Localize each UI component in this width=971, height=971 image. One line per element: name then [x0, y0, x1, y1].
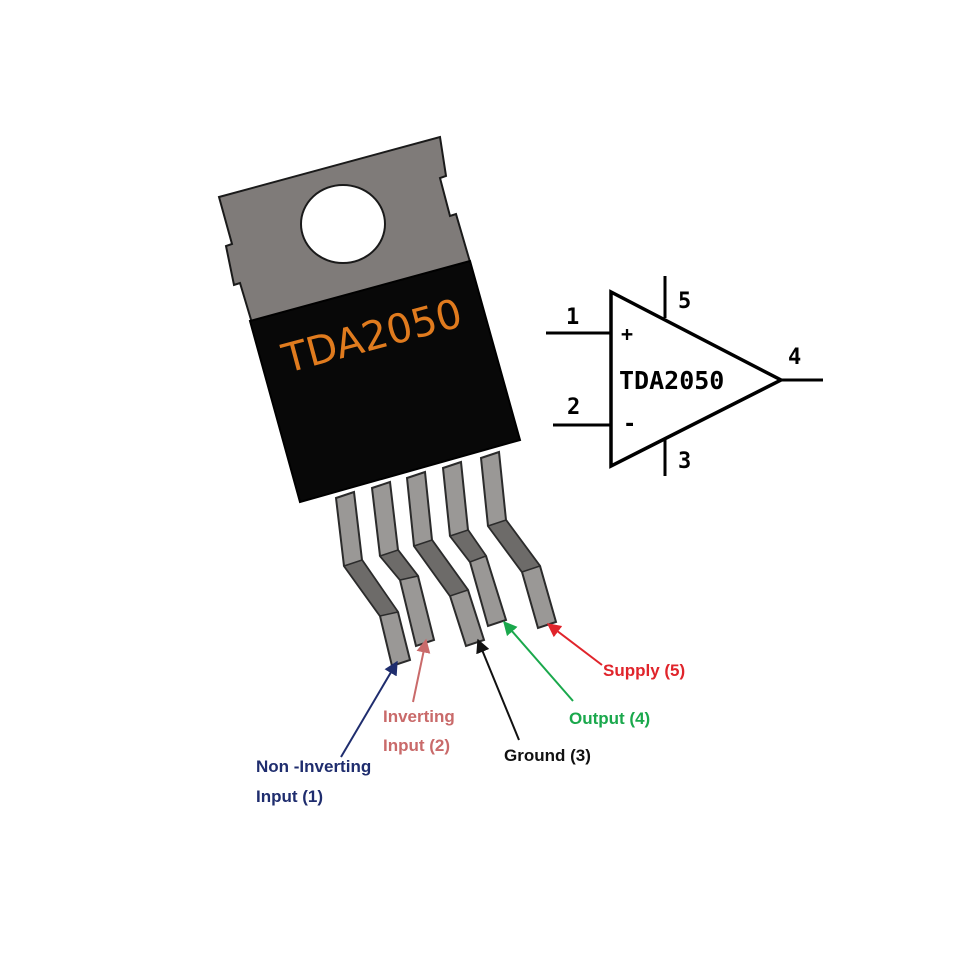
pin-number-1: 1: [566, 305, 579, 330]
leads: [334, 450, 558, 668]
lead-5: [479, 450, 558, 630]
arrow-ground: [476, 638, 520, 741]
lead-2: [370, 480, 436, 648]
pin-number-5: 5: [678, 289, 691, 314]
lead-3: [405, 470, 486, 648]
label-output-line1: Output (4): [569, 709, 650, 728]
label-non-inverting-line2: Input (1): [256, 787, 323, 806]
label-ground-line1: Ground (3): [504, 746, 591, 765]
label-inverting: Inverting Input (2): [383, 707, 460, 755]
minus-sign: -: [623, 412, 636, 437]
label-non-inverting: Non -Inverting Input (1): [256, 757, 376, 806]
lead-1: [334, 490, 412, 668]
arrow-non-inverting: [340, 660, 398, 758]
lead-4: [441, 460, 508, 628]
ic-package: TDA2050: [217, 135, 558, 668]
pin-number-2: 2: [567, 395, 580, 420]
pin-number-3: 3: [678, 449, 691, 474]
opamp-triangle: [609, 289, 785, 469]
label-ground: Ground (3): [504, 746, 591, 765]
mounting-hole: [300, 184, 386, 264]
ic-body: [248, 259, 522, 504]
callout-arrows: [340, 620, 603, 758]
opamp-symbol: 1 2 3 4 5 + - TDA2050: [546, 276, 823, 476]
arrow-inverting: [412, 638, 431, 703]
pin-labels: Non -Inverting Input (1) Inverting Input…: [256, 661, 685, 806]
pin-number-4: 4: [788, 345, 801, 370]
plus-sign: +: [621, 322, 633, 346]
label-supply: Supply (5): [603, 661, 685, 680]
arrow-output: [503, 620, 574, 702]
label-supply-line1: Supply (5): [603, 661, 685, 680]
label-inverting-line2: Input (2): [383, 736, 450, 755]
arrow-supply: [546, 623, 603, 666]
label-inverting-line1: Inverting: [383, 707, 455, 726]
symbol-part-number: TDA2050: [619, 366, 724, 395]
label-output: Output (4): [569, 709, 650, 728]
label-non-inverting-line1: Non -Inverting: [256, 757, 371, 776]
